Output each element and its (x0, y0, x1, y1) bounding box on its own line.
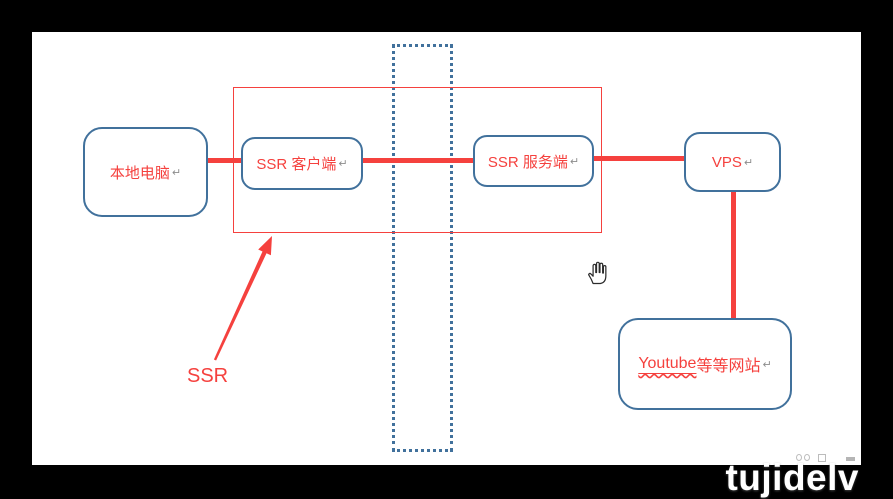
faint-mark (818, 454, 826, 462)
faint-corner-marks (796, 452, 858, 463)
hand-cursor-icon (588, 261, 607, 285)
youtube-link-wrapper: Youtube (638, 355, 696, 373)
firewall-dotted-rect (392, 44, 453, 452)
paragraph-return-mark: ↵ (338, 158, 348, 170)
connector-vps-to-youtube (731, 190, 736, 319)
hand-shape (588, 261, 607, 285)
ssr-annotation-label: SSR (187, 365, 229, 387)
node-ssr-server: SSR 服务端↵ (473, 135, 594, 187)
faint-mark (846, 457, 855, 461)
paragraph-return-mark: ↵ (171, 166, 182, 179)
site-watermark: tujidelv (725, 457, 859, 498)
youtube-suffix-label: 等等网站 (696, 358, 761, 375)
paragraph-return-mark: ↵ (569, 155, 580, 168)
node-local-computer-label: 本地电脑 (109, 164, 170, 182)
connector-local-to-client (206, 158, 243, 163)
paragraph-return-mark: ↵ (743, 156, 754, 169)
faint-mark (796, 454, 802, 461)
connector-server-to-vps (592, 156, 686, 161)
node-vps: VPS↵ (684, 132, 781, 192)
node-vps-label: VPS (711, 153, 742, 171)
node-ssr-server-label: SSR 服务端 (487, 153, 568, 171)
node-ssr-client-label: SSR 客户端 (256, 156, 337, 173)
connector-client-to-server (361, 158, 475, 163)
node-ssr-client: SSR 客户端↵ (241, 137, 363, 190)
youtube-link-text[interactable]: Youtube (638, 355, 697, 372)
faint-mark (804, 454, 810, 461)
paragraph-return-mark: ↵ (762, 358, 772, 371)
node-youtube-websites: Youtube 等等网站↵ (618, 318, 792, 410)
node-local-computer: 本地电脑↵ (83, 127, 208, 217)
